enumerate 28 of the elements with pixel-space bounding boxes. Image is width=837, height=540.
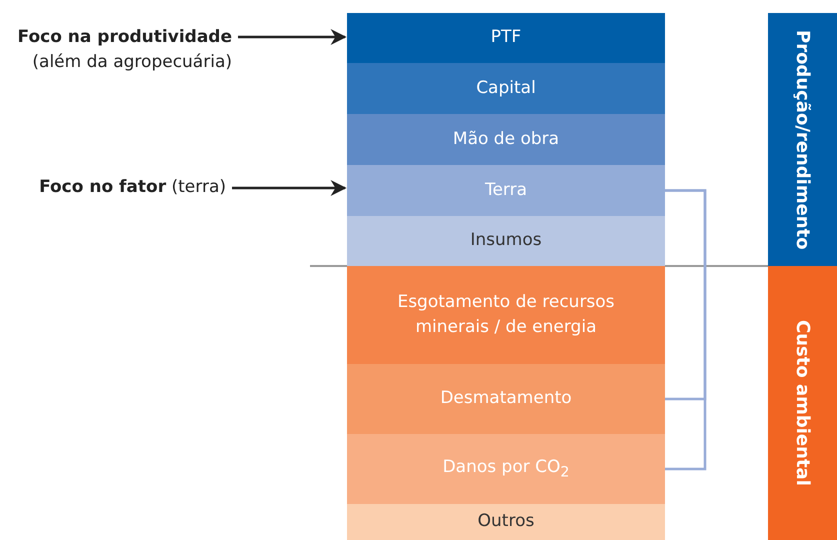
segment-label: Desmatamento — [439, 387, 573, 410]
segment-label: Capital — [475, 76, 537, 100]
segment-label: Danos por CO$_{2}$ — [442, 456, 570, 482]
segment-label: PTF — [490, 26, 522, 50]
band-label: Produção/rendimento — [791, 30, 814, 250]
segment-label: Mão de obra — [452, 128, 560, 151]
bracket-line — [665, 189, 706, 470]
band-label: Custo ambiental — [791, 320, 814, 486]
bar-segment — [347, 266, 665, 364]
bar-segment — [347, 63, 665, 114]
segment-label: Esgotamento de recursos minerais / de energia — [396, 290, 616, 339]
segment-label: Outros — [476, 510, 536, 534]
bar-segment — [347, 364, 665, 434]
arrow — [232, 180, 347, 196]
segment-label: Terra — [484, 178, 528, 202]
arrow — [238, 29, 347, 45]
bar-segment — [347, 13, 665, 63]
annotation-text: (além da agropecuária) — [32, 51, 232, 74]
segment-label: Insumos — [469, 229, 543, 252]
bar-segment — [347, 434, 665, 504]
section-band — [768, 13, 837, 266]
bar-segment — [347, 216, 665, 266]
bar-segment — [347, 165, 665, 216]
bar-segment — [347, 504, 665, 540]
annotation-text: Foco no fator (terra) — [39, 176, 226, 200]
section-band — [768, 266, 837, 540]
bar-segment — [347, 114, 665, 165]
annotation-heading: Foco na produtividade — [18, 26, 232, 48]
